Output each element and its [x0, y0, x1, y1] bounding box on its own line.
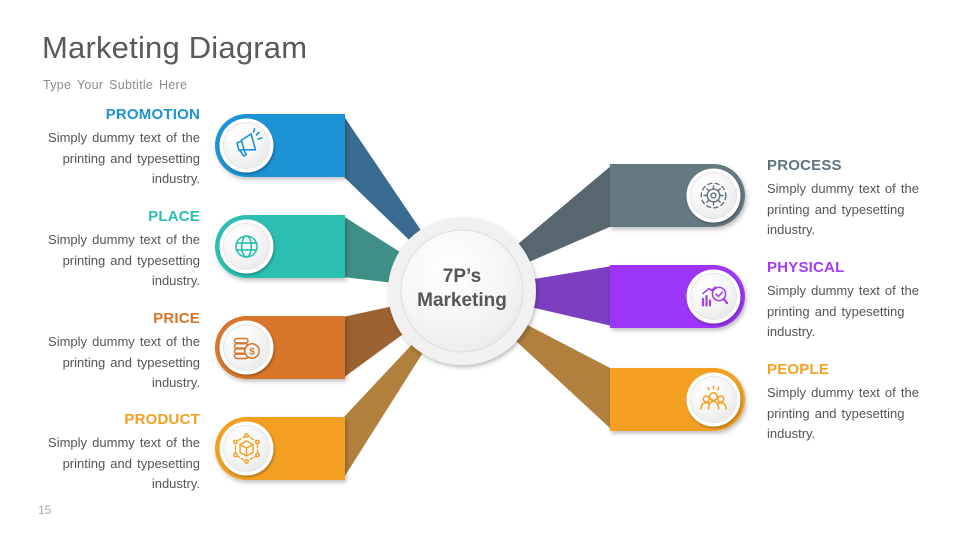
connector-physical — [462, 266, 612, 326]
item-product: PRODUCT Simply dummy text of the printin… — [34, 411, 200, 495]
item-text-process: Simply dummy text of the printing and ty… — [767, 181, 919, 237]
icon-badge-product — [219, 421, 274, 476]
package-icon — [233, 433, 260, 464]
gear-icon — [700, 182, 727, 209]
item-heading-product: PRODUCT — [124, 411, 200, 428]
icon-badge-physical — [686, 269, 741, 324]
item-people: PEOPLE Simply dummy text of the printing… — [767, 361, 933, 445]
megaphone-icon — [236, 128, 263, 157]
item-text-people: Simply dummy text of the printing and ty… — [767, 385, 919, 441]
item-promotion: PROMOTION Simply dummy text of the print… — [34, 106, 200, 190]
page-title: Marketing Diagram — [42, 30, 308, 65]
center-label: 7P’s Marketing — [392, 265, 532, 313]
item-text-product: Simply dummy text of the printing and ty… — [48, 435, 200, 491]
globe-icon — [235, 235, 258, 258]
people-icon — [700, 385, 727, 410]
coins-icon: $ — [233, 337, 260, 360]
item-heading-promotion: PROMOTION — [105, 106, 200, 123]
icon-badge-people — [686, 372, 741, 427]
item-text-place: Simply dummy text of the printing and ty… — [48, 232, 200, 288]
page-number: 15 — [38, 503, 52, 517]
icon-badge-promotion — [219, 118, 274, 173]
item-price: PRICE Simply dummy text of the printing … — [34, 310, 200, 394]
page-subtitle: Type Your Subtitle Here — [43, 78, 188, 92]
item-text-price: Simply dummy text of the printing and ty… — [48, 334, 200, 390]
analytics-icon — [701, 286, 729, 307]
center-circle — [388, 217, 536, 365]
item-heading-price: PRICE — [153, 310, 200, 327]
item-text-physical: Simply dummy text of the printing and ty… — [767, 283, 919, 339]
center-label-line2: Marketing — [417, 290, 507, 311]
item-text-promotion: Simply dummy text of the printing and ty… — [48, 130, 200, 186]
item-physical: PHYSICAL Simply dummy text of the printi… — [767, 259, 933, 343]
item-heading-physical: PHYSICAL — [767, 259, 845, 276]
dollar-glyph: $ — [249, 347, 255, 358]
item-heading-people: PEOPLE — [767, 361, 830, 378]
item-heading-place: PLACE — [148, 208, 200, 225]
icon-badge-place — [219, 219, 274, 274]
icon-badge-process — [686, 168, 741, 223]
item-place: PLACE Simply dummy text of the printing … — [34, 208, 200, 292]
item-process: PROCESS Simply dummy text of the printin… — [767, 157, 933, 241]
center-label-line1: 7P’s — [442, 266, 482, 287]
icon-badge-price: $ — [219, 320, 274, 375]
item-heading-process: PROCESS — [767, 157, 842, 174]
